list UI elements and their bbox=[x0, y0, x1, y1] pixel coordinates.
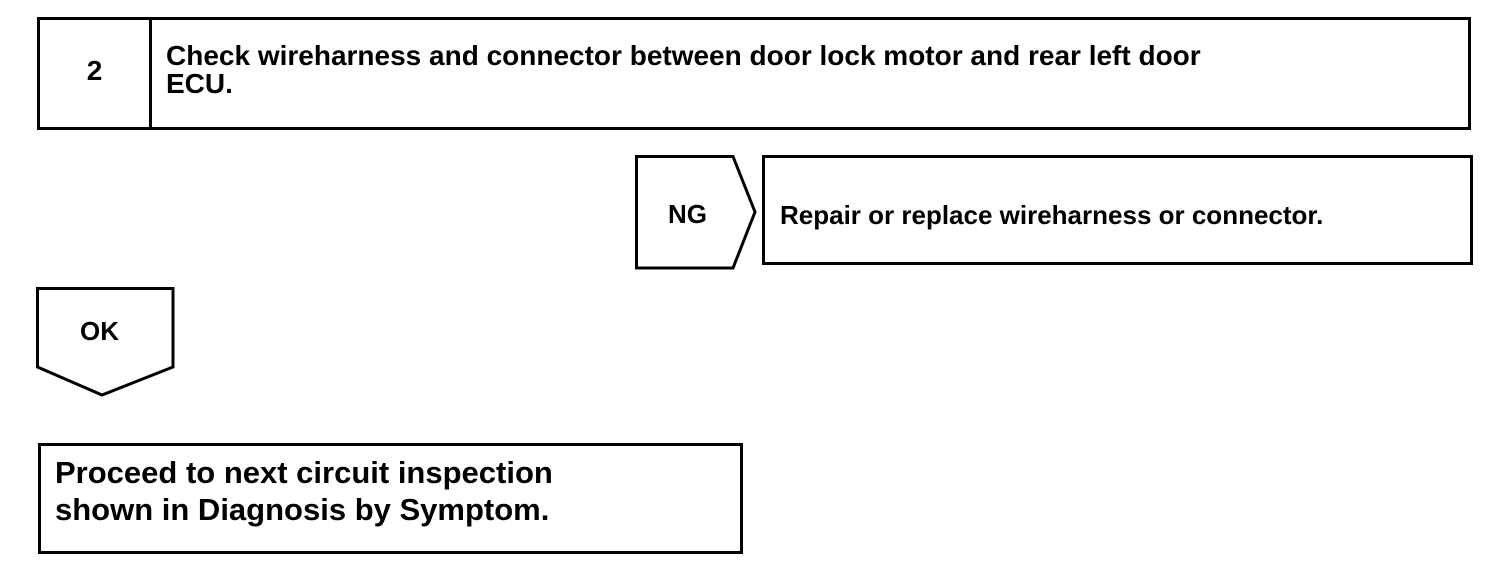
ok-label: OK bbox=[80, 316, 119, 346]
ng-result-box: Repair or replace wireharness or connect… bbox=[762, 155, 1473, 265]
ok-arrow-shape bbox=[36, 287, 175, 397]
step-box: 2 Check wireharness and connector betwee… bbox=[37, 17, 1471, 130]
next-step-line-1: Proceed to next circuit inspection bbox=[55, 455, 553, 490]
step-title-line-2: ECU. bbox=[166, 68, 233, 99]
step-title: Check wireharness and connector between … bbox=[166, 42, 1428, 98]
step-number: 2 bbox=[40, 20, 152, 127]
step-title-line-1: Check wireharness and connector between … bbox=[166, 40, 1201, 71]
next-step-box: Proceed to next circuit inspection shown… bbox=[38, 443, 743, 554]
next-step-text: Proceed to next circuit inspection shown… bbox=[55, 454, 553, 528]
next-step-line-2: shown in Diagnosis by Symptom. bbox=[55, 492, 550, 527]
ng-arrow-shape bbox=[635, 155, 757, 270]
ng-label: NG bbox=[668, 199, 707, 229]
ng-result-text: Repair or replace wireharness or connect… bbox=[780, 200, 1324, 230]
